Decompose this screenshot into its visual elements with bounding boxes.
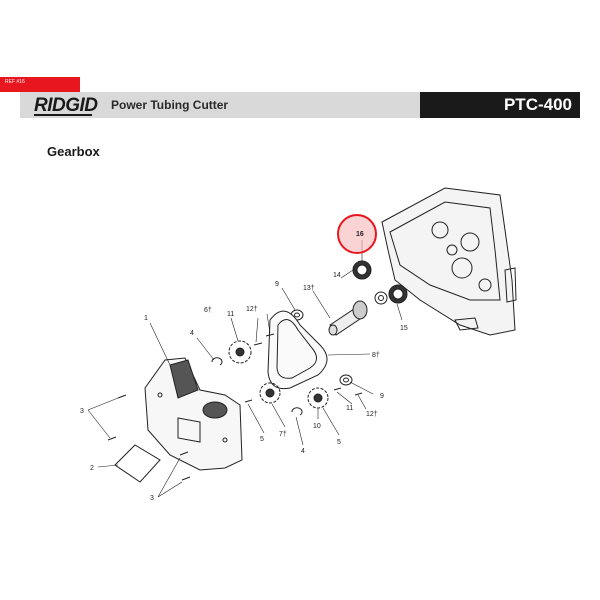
highlight-ring	[337, 214, 377, 254]
screws-3	[107, 394, 191, 481]
callout-label: 8†	[372, 352, 380, 359]
chain-8	[267, 310, 328, 390]
leader-lines	[87, 240, 403, 498]
brand-logo-underline	[34, 114, 92, 116]
callout-label: 10	[313, 423, 321, 430]
pins	[244, 333, 363, 403]
ref-tab: REF #16	[0, 77, 80, 92]
callout-label: 13†	[303, 285, 315, 292]
bearing-15	[374, 284, 408, 305]
cover-plate-1	[144, 357, 243, 471]
model-bar: PTC-400	[420, 92, 580, 118]
retaining-ring-4	[211, 357, 303, 416]
callout-label: 2	[90, 465, 94, 472]
product-name: Power Tubing Cutter	[111, 98, 229, 112]
sprocket-10	[307, 387, 329, 409]
callout-label: 11	[346, 405, 353, 412]
sprocket-6	[228, 340, 252, 364]
gearbox-housing	[381, 187, 517, 336]
callout-label: 6†	[204, 307, 212, 314]
callout-label: 3	[80, 408, 84, 415]
model-number: PTC-400	[503, 95, 572, 114]
callout-label: 14	[333, 272, 341, 279]
callout-label: 16	[356, 231, 364, 238]
label-plate-2	[114, 444, 161, 483]
callout-label: 9	[380, 393, 384, 400]
sprocket-7	[259, 382, 281, 404]
ref-tab-label: REF #16	[5, 79, 25, 85]
callout-label: 7†	[279, 431, 287, 438]
callout-label: 4	[301, 448, 305, 455]
callout-label: 5	[337, 439, 341, 446]
callout-label: 3	[150, 495, 154, 502]
callout-label: 11	[227, 311, 234, 318]
callout-labels: 16 14 15 13† 9 11 12† 6† 4 1 8† 9 12† 11…	[80, 231, 408, 502]
brand-logo: RIDGID	[34, 95, 98, 116]
callout-label: 4	[190, 330, 194, 337]
callout-label: 1	[144, 315, 148, 322]
callout-label: 9	[275, 281, 279, 288]
callout-label: 5	[260, 436, 264, 443]
title-bar-left: RIDGID Power Tubing Cutter	[20, 92, 420, 118]
section-title: Gearbox	[47, 144, 100, 159]
callout-label: 15	[400, 325, 408, 332]
shaft-13	[328, 300, 368, 336]
bearing-16	[352, 260, 372, 280]
title-bar: RIDGID Power Tubing Cutter PTC-400	[20, 92, 580, 118]
callout-label: 12†	[246, 306, 258, 313]
callout-label: 12†	[366, 411, 378, 418]
